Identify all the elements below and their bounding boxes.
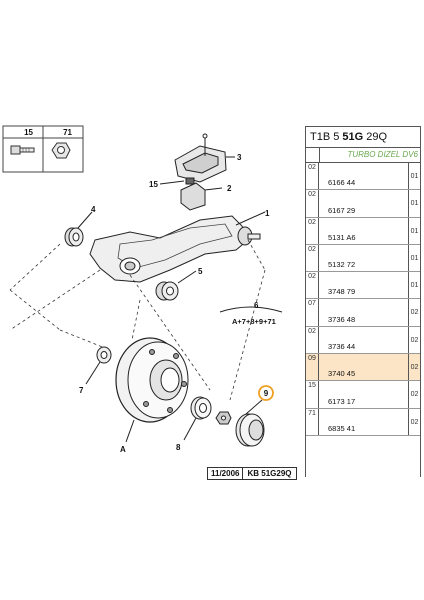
- callout-3: 3: [237, 153, 242, 162]
- row-code: 07: [306, 299, 319, 326]
- row-code: 02: [306, 326, 319, 354]
- row-code: 02: [306, 217, 319, 244]
- table-subtitle: TURBO DIZEL DV6: [320, 148, 420, 163]
- rear-axle-beam: 1: [89, 209, 270, 283]
- callout-6-formula: A+7+8+9+71: [232, 317, 276, 326]
- table-row[interactable]: 02 3748 79 01: [306, 272, 420, 300]
- callout-7: 7: [79, 386, 84, 395]
- row-reference: 3748 79: [328, 287, 356, 297]
- header-group: 51G: [342, 131, 364, 143]
- table-row[interactable]: 07 3736 48 02: [306, 299, 420, 327]
- row-quantity: 02: [408, 326, 420, 354]
- wheel-hub-a: A: [115, 337, 189, 454]
- callout-2: 2: [227, 184, 232, 193]
- footer-kb: KB 51G29Q: [243, 467, 297, 480]
- row-reference: 6835 41: [328, 423, 356, 433]
- row-quantity: 02: [408, 354, 420, 381]
- callout-6: 6: [254, 301, 259, 310]
- callout-71: 71: [63, 128, 72, 137]
- mount-bracket: 3 2 15: [149, 133, 242, 211]
- row-reference: 5132 72: [328, 260, 356, 270]
- row-code: 02: [306, 163, 319, 190]
- kit-6-label: 6 A+7+8+9+71: [219, 301, 283, 326]
- row-quantity: 02: [408, 381, 420, 408]
- row-code: 09: [306, 354, 319, 381]
- row-reference: 3740 45: [328, 369, 356, 379]
- bushing-4: 4: [64, 205, 96, 247]
- callout-1: 1: [265, 209, 270, 218]
- row-code: 02: [306, 190, 319, 217]
- subtitle-spacer: [306, 148, 320, 163]
- row-reference: 3736 44: [328, 342, 356, 352]
- washer-8: 8: [176, 396, 212, 452]
- callout-5: 5: [198, 267, 203, 276]
- row-reference: 3736 48: [328, 314, 356, 324]
- row-code: 15: [306, 381, 319, 408]
- callout-a: A: [120, 445, 126, 454]
- table-row[interactable]: 15 6173 17 02: [306, 381, 420, 409]
- bushing-5: 5: [155, 267, 203, 301]
- row-quantity: 02: [408, 299, 420, 326]
- row-code: 02: [306, 272, 319, 299]
- row-reference: 6173 17: [328, 396, 356, 406]
- table-header: T1B 5 51G 29Q: [306, 127, 420, 148]
- row-reference: 6167 29: [328, 205, 356, 215]
- table-row[interactable]: 02 6167 29 01: [306, 190, 420, 218]
- highlight-ring: [258, 385, 274, 401]
- bolt-icon: [10, 145, 35, 155]
- callout-15b: 15: [149, 180, 158, 189]
- row-code: 71: [306, 408, 319, 435]
- table-row[interactable]: 02 5131 A6 01: [306, 217, 420, 245]
- footer-date: 11/2006: [207, 467, 244, 480]
- table-row[interactable]: 02 6166 44 01: [306, 163, 420, 191]
- hardware-box: 15 71: [2, 125, 84, 173]
- table-row[interactable]: 02 3736 44 02: [306, 326, 420, 355]
- row-quantity: 01: [408, 272, 420, 299]
- header-prefix: T1B 5: [310, 131, 340, 143]
- row-quantity: 01: [408, 190, 420, 217]
- row-quantity: 01: [408, 217, 420, 244]
- callout-9: 9: [264, 389, 269, 398]
- callout-8: 8: [176, 443, 181, 452]
- table-row[interactable]: 02 5132 72 01: [306, 244, 420, 273]
- washer-7: 7: [79, 346, 112, 395]
- row-quantity: 01: [408, 163, 420, 190]
- hub-cap-9: 9: [235, 385, 274, 447]
- callout-15: 15: [24, 128, 33, 137]
- table-row[interactable]: 09 3740 45 02: [306, 354, 420, 382]
- row-reference: 5131 A6: [328, 232, 356, 242]
- row-quantity: 01: [408, 244, 420, 272]
- assembly-dashes: [9, 239, 266, 401]
- hub-nut-71: [215, 411, 232, 425]
- row-reference: 6166 44: [328, 178, 356, 188]
- table-row[interactable]: 71 6835 41 02: [306, 408, 420, 436]
- header-suffix: 29Q: [366, 131, 388, 143]
- row-code: 02: [306, 244, 319, 272]
- callout-4: 4: [91, 205, 96, 214]
- row-quantity: 02: [408, 408, 420, 435]
- nut-icon: [51, 142, 71, 159]
